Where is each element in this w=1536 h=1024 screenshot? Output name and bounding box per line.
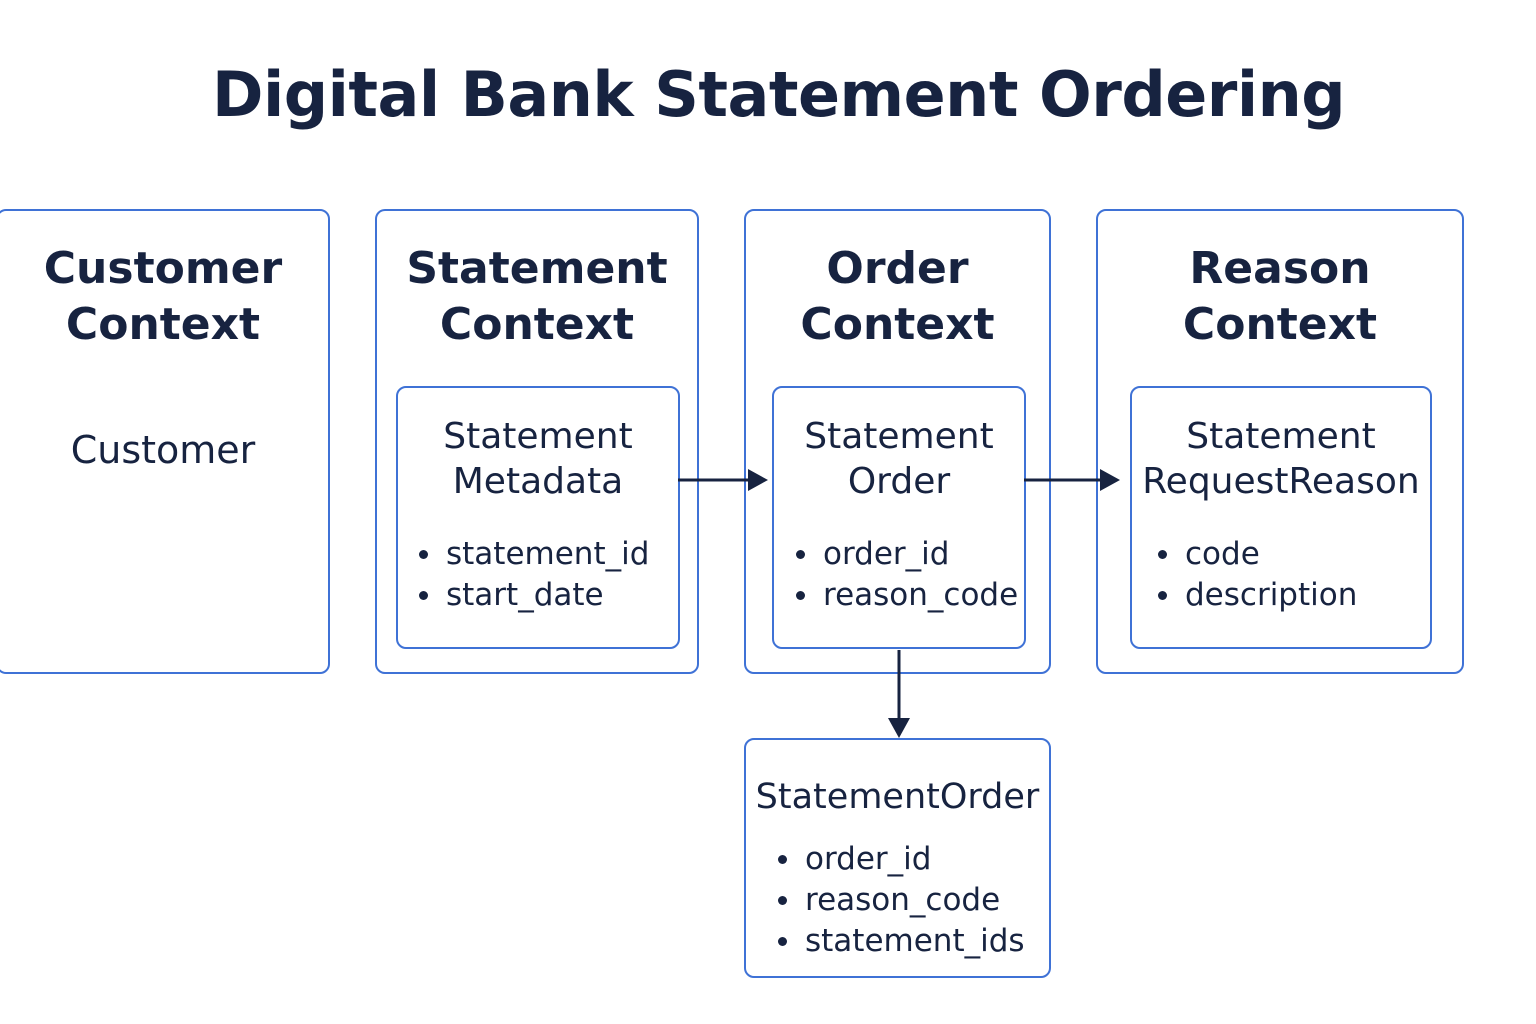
arrow-metadata-to-order bbox=[678, 469, 768, 491]
statement-metadata-attributes: statement_id start_date bbox=[419, 534, 649, 616]
statement-order-output-box: StatementOrder order_id reason_code stat… bbox=[744, 738, 1051, 978]
statement-metadata-title: Statement Metadata bbox=[398, 414, 678, 504]
order-context-title-line-1: Order bbox=[826, 243, 969, 294]
statement-metadata-title-line-1: Statement bbox=[443, 416, 633, 457]
customer-context-box: Customer Context Customer bbox=[0, 209, 330, 674]
statement-order-title-line-1: Statement bbox=[804, 416, 994, 457]
attribute-item: reason_code bbox=[778, 880, 1025, 921]
customer-entity-label: Customer bbox=[70, 428, 256, 472]
statement-context-title-line-2: Context bbox=[439, 299, 635, 350]
attribute-item: code bbox=[1158, 534, 1357, 575]
diagram-title: Digital Bank Statement Ordering bbox=[212, 58, 1346, 131]
statement-order-title-line-2: Order bbox=[847, 461, 951, 502]
statement-context-box: Statement Context Statement Metadata sta… bbox=[375, 209, 699, 674]
statement-context-title-line-1: Statement bbox=[406, 243, 668, 294]
statement-metadata-entity: Statement Metadata statement_id start_da… bbox=[396, 386, 680, 649]
statement-metadata-title-line-2: Metadata bbox=[452, 461, 624, 502]
statement-request-reason-title: Statement RequestReason bbox=[1132, 414, 1430, 504]
statement-order-entity: Statement Order order_id reason_code bbox=[772, 386, 1026, 649]
reason-context-title-line-2: Context bbox=[1182, 299, 1378, 350]
attribute-item: description bbox=[1158, 575, 1357, 616]
reason-context-title: Reason Context bbox=[1098, 241, 1462, 353]
attribute-item: order_id bbox=[796, 534, 1018, 575]
statement-order-output-title-text: StatementOrder bbox=[755, 777, 1040, 817]
statement-request-reason-entity: Statement RequestReason code description bbox=[1130, 386, 1432, 649]
statement-request-reason-title-line-1: Statement bbox=[1186, 416, 1376, 457]
statement-order-output-attributes: order_id reason_code statement_ids bbox=[778, 839, 1025, 962]
statement-request-reason-attributes: code description bbox=[1158, 534, 1357, 616]
order-context-title: Order Context bbox=[746, 241, 1049, 353]
customer-context-title: Customer Context bbox=[0, 241, 328, 353]
customer-context-title-line-2: Context bbox=[65, 299, 261, 350]
attribute-item: reason_code bbox=[796, 575, 1018, 616]
customer-context-title-line-1: Customer bbox=[43, 243, 283, 294]
statement-context-title: Statement Context bbox=[377, 241, 697, 353]
attribute-item: statement_ids bbox=[778, 921, 1025, 962]
attribute-item: order_id bbox=[778, 839, 1025, 880]
statement-request-reason-title-line-2: RequestReason bbox=[1142, 461, 1420, 502]
statement-order-attributes: order_id reason_code bbox=[796, 534, 1018, 616]
order-context-title-line-2: Context bbox=[800, 299, 995, 350]
arrow-order-to-reason bbox=[1024, 469, 1120, 491]
statement-order-title: Statement Order bbox=[774, 414, 1024, 504]
order-context-box: Order Context Statement Order order_id r… bbox=[744, 209, 1051, 674]
arrow-order-to-output bbox=[888, 650, 910, 738]
attribute-item: start_date bbox=[419, 575, 649, 616]
statement-order-output-title: StatementOrder bbox=[746, 775, 1049, 820]
attribute-item: statement_id bbox=[419, 534, 649, 575]
reason-context-box: Reason Context Statement RequestReason c… bbox=[1096, 209, 1464, 674]
reason-context-title-line-1: Reason bbox=[1189, 243, 1371, 294]
